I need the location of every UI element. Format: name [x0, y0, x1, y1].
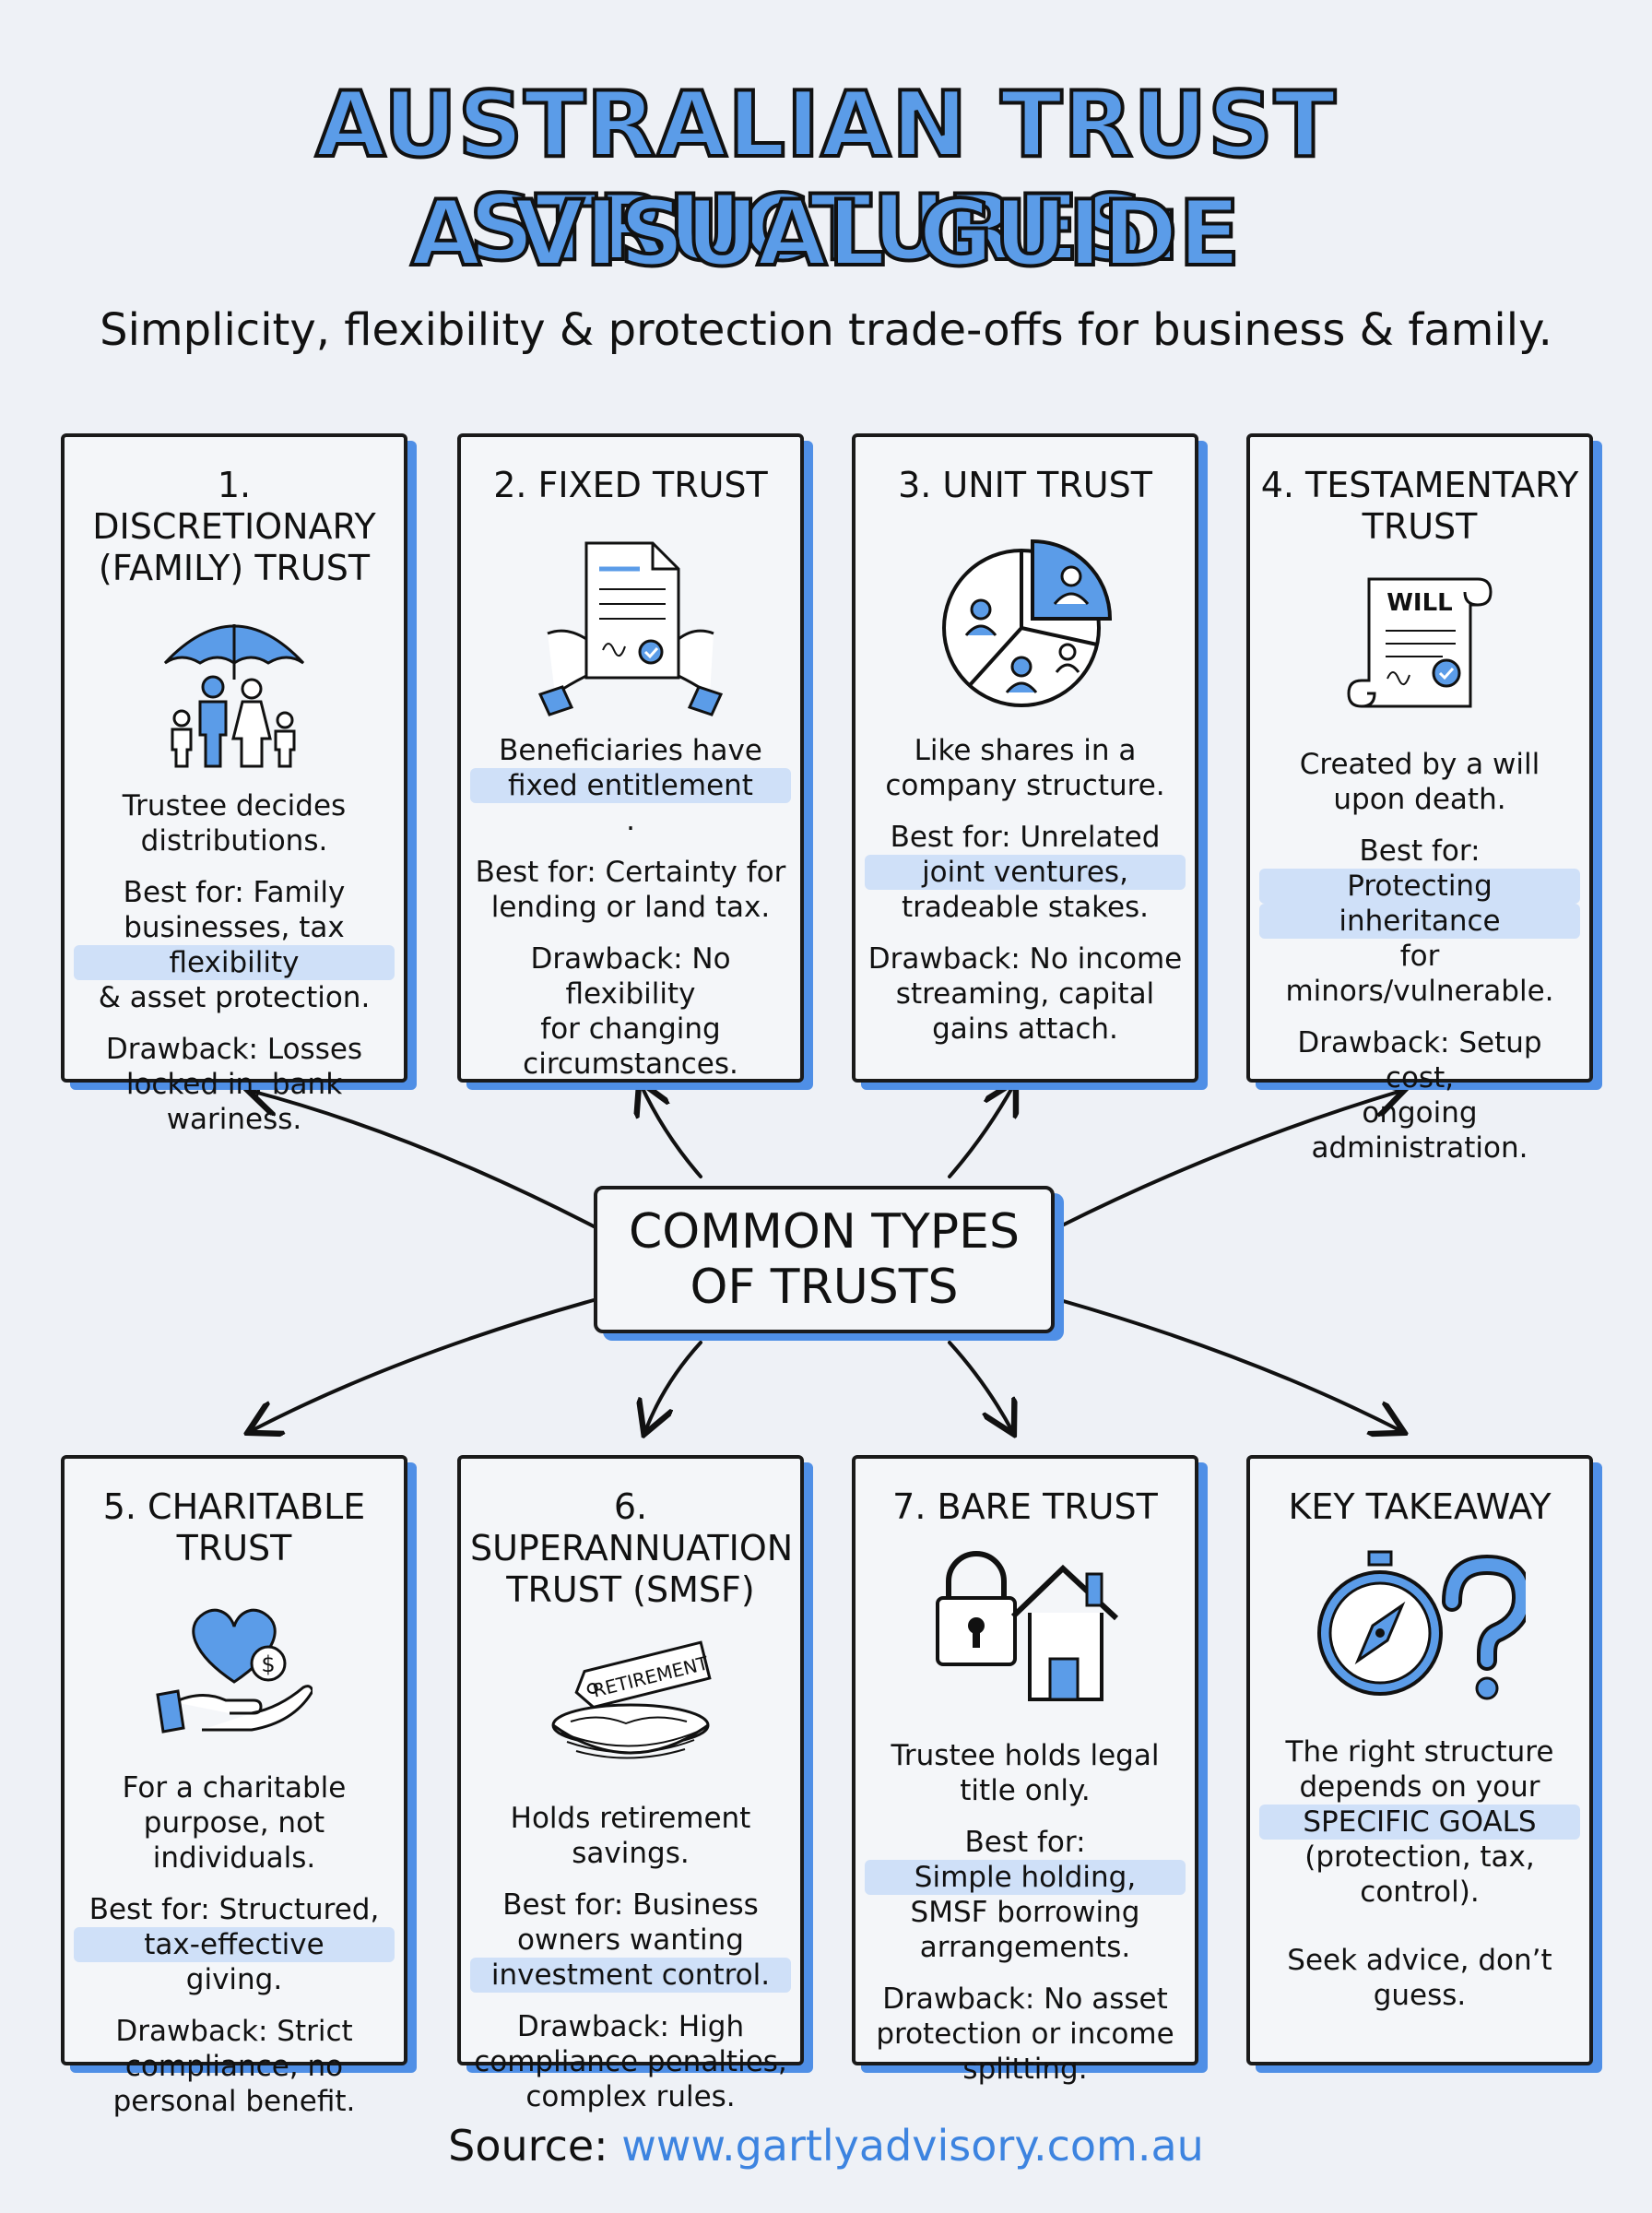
card-fixed-trust: 2. FIXED TRUST Beneficiaries have fixed … — [457, 433, 804, 1083]
source-label: Source: — [448, 2121, 622, 2171]
source-line: Source: www.gartlyadvisory.com.au — [0, 2121, 1652, 2171]
card-title: 7. BARE TRUST — [892, 1486, 1158, 1527]
contract-hands-icon — [538, 541, 723, 716]
card-title: 1. DISCRETIONARY(FAMILY) TRUST — [92, 465, 376, 588]
arrow-to-unit — [948, 1084, 1014, 1178]
card-title: 3. UNIT TRUST — [898, 465, 1152, 505]
takeaway-body: The right structure depends on your SPEC… — [1259, 1734, 1580, 1910]
arrow-to-testamentary — [1058, 1091, 1401, 1228]
compass-question-icon — [1317, 1550, 1526, 1700]
subtitle: Simplicity, flexibility & protection tra… — [100, 304, 1552, 356]
card-description: Beneficiaries have fixed entitlement. — [470, 733, 791, 838]
card-best-for: Best for: Protecting inheritance for min… — [1259, 834, 1580, 1009]
card-title: KEY TAKEAWAY — [1288, 1486, 1552, 1527]
center-line-1: COMMON TYPES — [628, 1204, 1021, 1260]
arrow-to-charitable — [251, 1298, 596, 1431]
card-best-for: Best for: Business owners wanting invest… — [470, 1888, 791, 1993]
umbrella-family-icon — [163, 624, 305, 768]
card-best-for: Best for: Simple holding, SMSF borrowing… — [865, 1825, 1186, 1965]
svg-text:WILL: WILL — [1386, 589, 1453, 617]
will-scroll-icon: WILL — [1347, 577, 1493, 708]
card-best-for: Best for: Unrelated joint ventures, trad… — [865, 820, 1186, 925]
card-discretionary-trust: 1. DISCRETIONARY(FAMILY) TRUST Trustee d… — [61, 433, 407, 1136]
lock-house-icon — [936, 1551, 1119, 1701]
source-link[interactable]: www.gartlyadvisory.com.au — [621, 2121, 1204, 2171]
center-line-2: OF TRUSTS — [690, 1260, 959, 1315]
center-node: COMMON TYPES OF TRUSTS — [594, 1186, 1055, 1333]
arrow-to-takeaway — [1058, 1298, 1401, 1431]
arrow-to-smsf — [645, 1341, 702, 1431]
heart-hand-icon: $ — [156, 1608, 313, 1734]
card-best-for: Best for: Family businesses, tax flexibi… — [74, 875, 395, 1015]
card-drawback: Drawback: Setup cost,ongoing administrat… — [1297, 1026, 1542, 1165]
card-key-takeaway: KEY TAKEAWAY The right structure depends… — [1246, 1455, 1593, 2065]
card-title: 2. FIXED TRUST — [493, 465, 768, 505]
pie-chart-people-icon — [942, 538, 1113, 707]
arrow-to-discretionary — [251, 1091, 596, 1228]
title-line-1: AUSTRALIAN TRUST STRUCTURES: — [313, 72, 1337, 282]
retirement-nest-icon: RETIREMENT — [551, 1640, 712, 1759]
arrow-to-bare — [948, 1341, 1012, 1431]
card-best-for: Best for: Structured, tax-effective givi… — [74, 1892, 395, 1997]
svg-text:$: $ — [261, 1651, 275, 1677]
arrow-to-fixed — [641, 1084, 702, 1178]
title-line-2: A VISUAL GUIDE — [409, 181, 1243, 288]
